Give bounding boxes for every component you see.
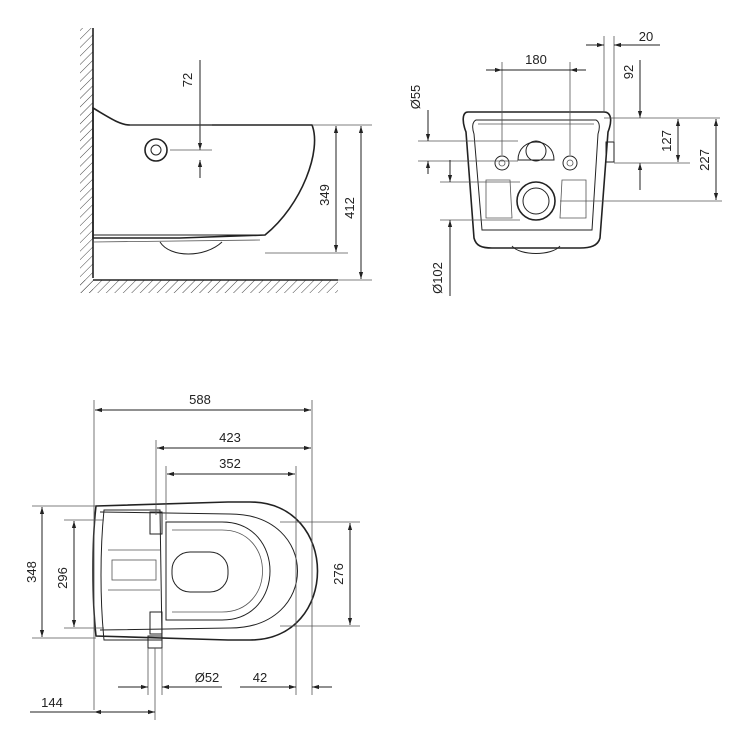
rear-view: 180 20 92 127 227 Ø55 Ø102 bbox=[408, 29, 722, 296]
waste-outlet-icon bbox=[516, 181, 556, 221]
dim-d52: Ø52 bbox=[195, 670, 220, 685]
dim-d55: Ø55 bbox=[408, 85, 423, 110]
rear-outlet-bottom bbox=[511, 245, 561, 254]
dim-352: 352 bbox=[219, 456, 241, 471]
bolt-hole-right-icon bbox=[562, 155, 578, 171]
top-bowl-outline bbox=[92, 501, 319, 641]
dim-588: 588 bbox=[189, 392, 211, 407]
dim-296: 296 bbox=[55, 567, 70, 589]
side-bowl-outline bbox=[92, 106, 316, 239]
dim-349: 349 bbox=[317, 184, 332, 206]
bowl-opening bbox=[171, 551, 229, 593]
dim-412: 412 bbox=[342, 197, 357, 219]
seat-outline bbox=[165, 521, 271, 621]
top-view: 588 423 352 348 296 276 Ø52 bbox=[24, 392, 360, 720]
dim-144: 144 bbox=[41, 695, 63, 710]
dim-348: 348 bbox=[24, 561, 39, 583]
rear-bowl-outline bbox=[462, 111, 612, 249]
dim-227: 227 bbox=[697, 149, 712, 171]
side-view: 72 349 412 bbox=[80, 28, 372, 293]
dim-72: 72 bbox=[180, 73, 195, 87]
dim-d102: Ø102 bbox=[430, 262, 445, 294]
water-inlet-icon bbox=[525, 140, 547, 162]
dim-423: 423 bbox=[219, 430, 241, 445]
side-fitting bbox=[605, 141, 615, 163]
dim-92: 92 bbox=[621, 65, 636, 79]
dim-180: 180 bbox=[525, 52, 547, 67]
hinge-bracket bbox=[100, 509, 163, 641]
wall-hatch bbox=[80, 28, 93, 293]
dim-42: 42 bbox=[253, 670, 267, 685]
floor-hatch bbox=[80, 280, 338, 293]
inlet-port-icon bbox=[144, 138, 168, 162]
dim-127: 127 bbox=[659, 130, 674, 152]
dim-20: 20 bbox=[639, 29, 653, 44]
side-outlet bbox=[159, 241, 223, 255]
bolt-hole-left-icon bbox=[494, 155, 510, 171]
dim-276: 276 bbox=[331, 563, 346, 585]
